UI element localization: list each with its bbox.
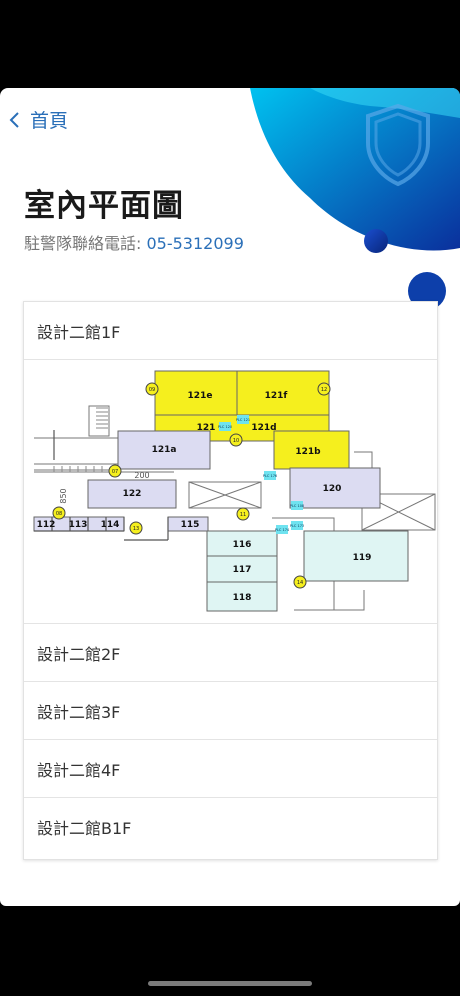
plc-tag: PLC 108	[290, 501, 304, 510]
phone-label: 駐警隊聯絡電話:	[24, 234, 147, 253]
plc-tag: PLC 173	[290, 521, 304, 530]
marker-11: 11	[236, 507, 250, 521]
decorative-ball	[408, 272, 446, 310]
floor-item-4f[interactable]: 設計二館4F	[24, 740, 437, 798]
plc-tag: PLC 121	[236, 415, 250, 424]
room-121b: 121b	[295, 447, 321, 457]
room-120: 120	[323, 484, 342, 494]
floor-plan-image: 121e 121f 121 121d 121a 121b 122 120 112…	[33, 370, 436, 612]
svg-text:PLC 121: PLC 121	[236, 418, 250, 422]
floor-item-2f[interactable]: 設計二館2F	[24, 624, 437, 682]
dimension-200: 200	[134, 471, 149, 480]
room-121a: 121a	[152, 445, 177, 455]
floor-label: 設計二館3F	[37, 702, 121, 722]
svg-text:PLC 176: PLC 176	[263, 474, 277, 478]
floor-list-card: 設計二館1F	[23, 301, 438, 860]
room-121f: 121f	[265, 391, 288, 401]
svg-text:12: 12	[321, 387, 327, 393]
room-121: 121	[197, 423, 216, 433]
marker-08: 08	[52, 506, 66, 520]
svg-text:PLC 108: PLC 108	[290, 504, 304, 508]
marker-13: 13	[129, 521, 143, 535]
chevron-left-icon	[9, 111, 19, 128]
marker-07: 07	[108, 464, 122, 478]
dimension-850: 850	[59, 488, 68, 503]
svg-text:13: 13	[133, 526, 139, 532]
room-115: 115	[181, 520, 200, 530]
phone-row: 駐警隊聯絡電話: 05-5312099	[24, 230, 244, 254]
floor-label: 設計二館2F	[37, 644, 121, 664]
floor-label: 設計二館1F	[37, 322, 121, 342]
marker-10: 10	[229, 433, 243, 447]
room-113: 113	[69, 520, 88, 530]
svg-text:09: 09	[149, 387, 155, 393]
header-shield-decoration	[250, 88, 460, 253]
marker-09: 09	[145, 382, 159, 396]
room-122: 122	[123, 489, 142, 499]
plc-tag: PLC 176	[263, 471, 277, 480]
svg-text:PLC 173: PLC 173	[290, 524, 304, 528]
svg-text:11: 11	[240, 512, 246, 518]
main-sheet: 首頁 室內平面圖 駐警隊聯絡電話: 05-5312099 設計二館1F	[0, 88, 460, 906]
floor-item-b1f[interactable]: 設計二館B1F	[24, 798, 437, 856]
marker-12: 12	[317, 382, 331, 396]
room-118: 118	[233, 593, 252, 603]
svg-text:07: 07	[112, 469, 118, 475]
svg-text:PLC 174: PLC 174	[275, 528, 290, 532]
home-indicator[interactable]	[148, 981, 312, 986]
svg-text:08: 08	[56, 511, 62, 517]
page-title: 室內平面圖	[24, 188, 184, 224]
back-button[interactable]: 首頁	[8, 106, 68, 133]
svg-text:14: 14	[297, 580, 303, 586]
svg-text:PLC 120: PLC 120	[218, 425, 232, 429]
back-label: 首頁	[30, 110, 69, 132]
floor-item-1f[interactable]: 設計二館1F	[24, 302, 437, 360]
plc-tag: PLC 120	[218, 422, 232, 431]
marker-14: 14	[293, 575, 307, 589]
floor-label: 設計二館B1F	[37, 819, 132, 838]
room-112: 112	[37, 520, 56, 530]
floor-label: 設計二館4F	[37, 760, 121, 780]
floor-item-3f[interactable]: 設計二館3F	[24, 682, 437, 740]
svg-text:10: 10	[233, 438, 239, 444]
room-117: 117	[233, 565, 252, 575]
phone-number-link[interactable]: 05-5312099	[146, 234, 244, 253]
floor-plan-1f: 121e 121f 121 121d 121a 121b 122 120 112…	[24, 360, 437, 624]
plc-tag: PLC 174	[275, 525, 290, 534]
room-121e: 121e	[188, 391, 213, 401]
room-121d: 121d	[251, 423, 276, 433]
room-119: 119	[353, 553, 372, 563]
room-114: 114	[101, 520, 120, 530]
room-116: 116	[233, 540, 252, 550]
